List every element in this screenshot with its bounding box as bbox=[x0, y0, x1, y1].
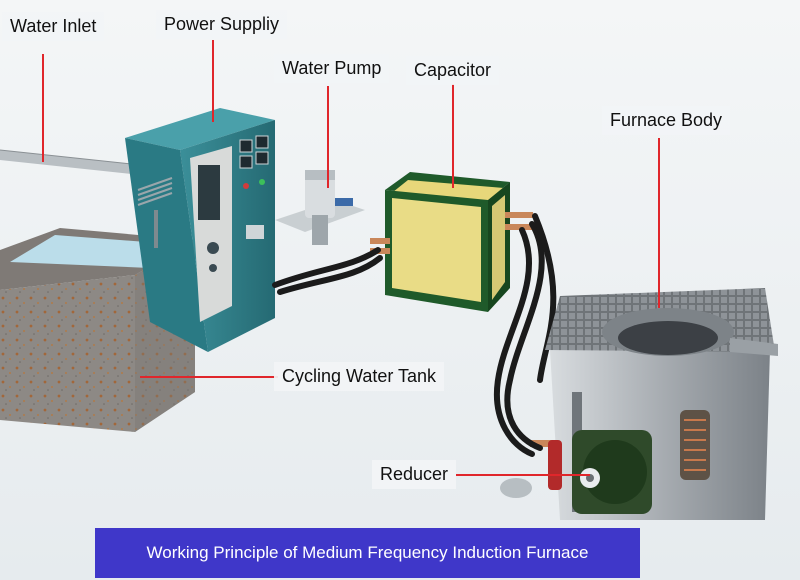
leader-water-pump bbox=[327, 86, 329, 188]
reducer bbox=[500, 430, 652, 514]
leader-power-supply bbox=[212, 40, 214, 122]
leader-reducer bbox=[456, 474, 590, 476]
water-inlet-pipe bbox=[0, 149, 151, 176]
leader-cycling-water-tank bbox=[140, 376, 278, 378]
leader-capacitor bbox=[452, 84, 454, 188]
label-cycling-water-tank: Cycling Water Tank bbox=[274, 362, 445, 391]
water-pump bbox=[275, 170, 365, 245]
power-cables bbox=[272, 213, 557, 457]
label-furnace-body: Furnace Body bbox=[602, 106, 731, 135]
label-water-pump: Water Pump bbox=[274, 54, 390, 83]
caption-text: Working Principle of Medium Frequency In… bbox=[146, 543, 589, 562]
cooling-fins bbox=[137, 177, 173, 248]
caption-banner: Working Principle of Medium Frequency In… bbox=[95, 528, 640, 578]
leader-water-inlet bbox=[42, 54, 44, 162]
label-reducer: Reducer bbox=[372, 460, 457, 489]
capacitor-cabinet bbox=[385, 172, 510, 312]
label-capacitor: Capacitor bbox=[406, 56, 500, 85]
meter-panel bbox=[239, 135, 269, 239]
power-supply-cabinet bbox=[125, 108, 275, 352]
label-power-supply: Power Suppliy bbox=[156, 10, 288, 39]
leader-furnace-body bbox=[658, 138, 660, 308]
label-water-inlet: Water Inlet bbox=[2, 12, 105, 41]
